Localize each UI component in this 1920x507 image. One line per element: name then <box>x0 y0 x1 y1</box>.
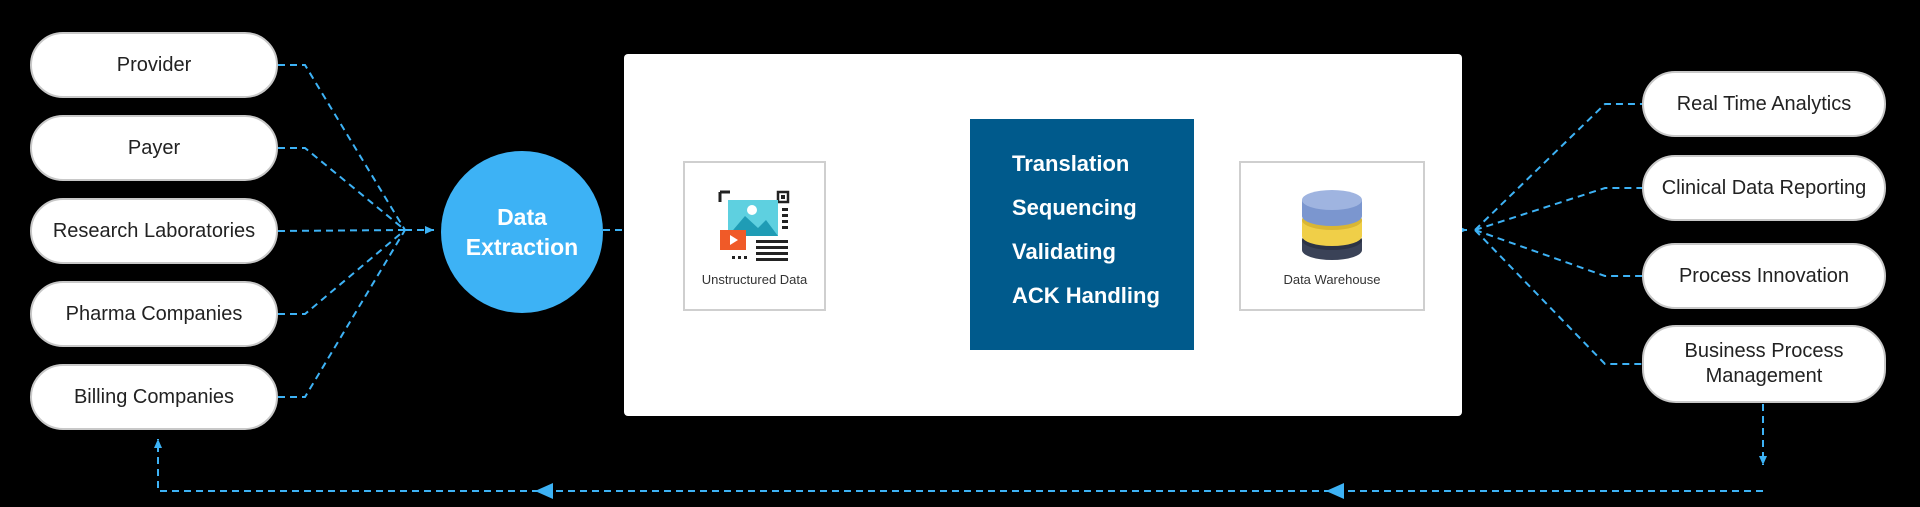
connector-out-1 <box>1474 103 1642 231</box>
database-icon <box>1302 190 1362 260</box>
connector-billing <box>278 229 406 398</box>
data-extraction-hub: Data Extraction <box>441 151 603 313</box>
hub-line-1: Data <box>497 204 547 230</box>
source-billing-companies: Billing Companies <box>30 364 278 430</box>
output-clinical-data-reporting: Clinical Data Reporting <box>1642 155 1886 221</box>
feedback-arrowhead-right <box>1326 483 1344 499</box>
output-business-process-management: Business Process Management <box>1642 325 1886 403</box>
output-process-innovation: Process Innovation <box>1642 243 1886 309</box>
step-validating: Validating <box>1012 239 1116 264</box>
unstructured-data-icon <box>718 190 789 261</box>
unstructured-data-card: Unstructured Data <box>683 161 826 311</box>
data-warehouse-label: Data Warehouse <box>1283 272 1381 287</box>
unstructured-data-label: Unstructured Data <box>701 272 808 287</box>
source-label: Research Laboratories <box>52 219 256 242</box>
output-label: Clinical Data Reporting <box>1661 176 1867 199</box>
data-warehouse-card: Data Warehouse <box>1239 161 1425 311</box>
source-label: Payer <box>127 136 181 159</box>
output-real-time-analytics: Real Time Analytics <box>1642 71 1886 137</box>
processing-block: Translation Sequencing Validating ACK Ha… <box>970 119 1194 350</box>
output-label: Process Innovation <box>1678 264 1850 287</box>
source-label: Pharma Companies <box>65 302 243 325</box>
hub-line-2: Extraction <box>465 234 579 260</box>
connector-out-4 <box>1474 229 1642 365</box>
step-sequencing: Sequencing <box>1012 195 1137 220</box>
source-payer: Payer <box>30 115 278 181</box>
feedback-arrowhead-left <box>535 483 553 499</box>
source-label: Billing Companies <box>73 385 235 408</box>
connector-provider <box>278 64 406 231</box>
source-provider: Provider <box>30 32 278 98</box>
connector-out-3 <box>1474 229 1642 277</box>
connector-research <box>277 229 406 232</box>
source-research-laboratories: Research Laboratories <box>30 198 278 264</box>
output-label: Real Time Analytics <box>1676 92 1852 115</box>
connector-pharma <box>278 229 406 315</box>
connector-feedback-bottom <box>154 439 1763 492</box>
source-pharma-companies: Pharma Companies <box>30 281 278 347</box>
step-translation: Translation <box>1012 151 1130 176</box>
connector-out-2 <box>1474 187 1642 231</box>
output-label: Business Process Management <box>1684 340 1844 387</box>
connector-payer <box>278 147 406 231</box>
step-ack-handling: ACK Handling <box>1012 283 1160 308</box>
source-label: Provider <box>116 53 192 76</box>
